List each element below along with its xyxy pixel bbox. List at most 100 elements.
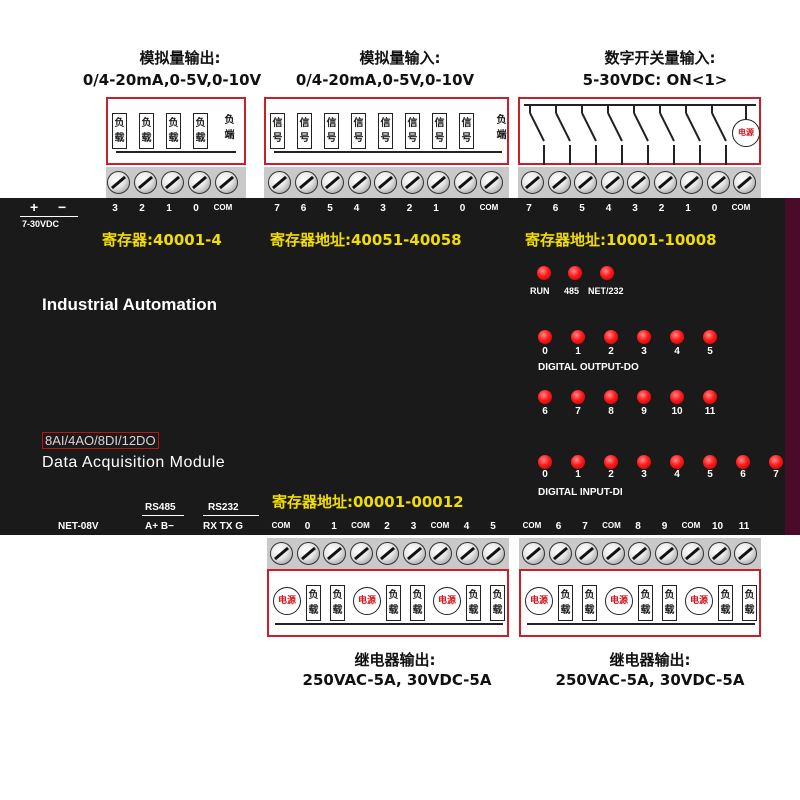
relay-right-screw-5[interactable] — [654, 542, 678, 565]
ao-register: 寄存器:40001-4 — [102, 231, 222, 249]
load-text: 负载 — [412, 590, 423, 616]
di-screw-4[interactable] — [627, 171, 650, 194]
di-screw-8[interactable] — [733, 171, 756, 194]
load-text: 负载 — [168, 118, 179, 144]
relay-right-terminal-label: COM — [522, 521, 542, 530]
di-wiring-box: 电源 — [518, 97, 761, 165]
ai-terminal-label: 7 — [274, 203, 280, 214]
di-terminal-label: 5 — [579, 203, 585, 214]
do-led-label: 1 — [575, 346, 581, 357]
di-terminal-label: 6 — [552, 203, 559, 214]
ao-screw-2[interactable] — [161, 171, 184, 194]
di-screw-2[interactable] — [574, 171, 597, 194]
di-screw-1[interactable] — [547, 171, 571, 194]
relay-left-terminal-label: 5 — [490, 521, 496, 532]
power-range-label: 7-30VDC — [22, 219, 60, 229]
model-number: NET-08V — [58, 521, 99, 532]
ao-terminal-label: 2 — [139, 203, 145, 214]
relay-right-screw-7[interactable] — [707, 542, 731, 565]
ai-terminal-label: 4 — [353, 203, 360, 214]
ao-screw-1[interactable] — [134, 171, 157, 194]
ai-screw-3[interactable] — [347, 171, 371, 194]
di-led-7 — [769, 455, 783, 469]
relay-left-screw-4[interactable] — [376, 542, 399, 565]
relay-left-screw-8[interactable] — [482, 542, 505, 565]
di-terminal-label: 0 — [711, 203, 718, 214]
do-led-label: 2 — [608, 346, 614, 357]
di-screw-0[interactable] — [521, 171, 544, 194]
di-screw-3[interactable] — [600, 171, 624, 194]
relay-right-power-source-0: 电源 — [525, 587, 553, 615]
relay-right-screw-6[interactable] — [681, 542, 704, 565]
ai-screw-8[interactable] — [480, 171, 503, 194]
ao-screw-3[interactable] — [188, 171, 211, 194]
di-switch-1 — [685, 105, 701, 165]
di-led-label: 5 — [707, 469, 713, 480]
relay-left-screw-1[interactable] — [296, 542, 320, 565]
ai-screw-1[interactable] — [294, 171, 318, 194]
relay-right-screw-3[interactable] — [601, 542, 625, 565]
do-led-label: 8 — [608, 406, 614, 417]
relay-right-screw-0[interactable] — [522, 542, 545, 565]
do-led-11 — [703, 390, 717, 404]
ai-screw-4[interactable] — [374, 171, 397, 194]
di-screw-5[interactable] — [653, 171, 677, 194]
di-led-1 — [571, 455, 585, 469]
relay-right-load-5: 负载 — [742, 585, 757, 621]
ai-signal-3: 信号 — [378, 113, 393, 149]
di-led-label: 2 — [608, 469, 614, 480]
ao-screw-0[interactable] — [107, 171, 130, 194]
relay-right-power-source-2: 电源 — [685, 587, 713, 615]
load-text: 负载 — [468, 590, 479, 616]
relay-right-screw-1[interactable] — [548, 542, 572, 565]
relay-left-screw-3[interactable] — [349, 542, 373, 565]
load-text: 负载 — [584, 590, 595, 616]
ao-terminal-label: COM — [213, 203, 233, 212]
ai-screw-5[interactable] — [400, 171, 424, 194]
ai-register: 寄存器地址:40051-40058 — [270, 231, 462, 249]
relay-right-screw-2[interactable] — [575, 542, 598, 565]
load-text: 负载 — [332, 590, 343, 616]
relay-left-screw-2[interactable] — [323, 542, 346, 565]
di-led-3 — [637, 455, 651, 469]
do-led-label: 10 — [671, 406, 683, 417]
signal-text: 信号 — [299, 118, 310, 144]
do-led-2 — [604, 330, 618, 344]
rs232-divider — [203, 515, 259, 516]
ao-load-2: 负载 — [139, 113, 154, 149]
relay-right-terminal-label: COM — [681, 521, 701, 530]
di-led-label: DIGITAL INPUT-DI — [538, 487, 623, 498]
di-led-5 — [703, 455, 717, 469]
di-spec: 5-30VDC: ON<1> — [582, 71, 728, 89]
ai-screw-6[interactable] — [427, 171, 450, 194]
relay-right-spec: 250VAC-5A, 30VDC-5A — [555, 671, 745, 689]
load-text: 负载 — [195, 118, 206, 144]
di-screw-6[interactable] — [680, 171, 703, 194]
ai-screw-2[interactable] — [321, 171, 344, 194]
relay-left-screw-7[interactable] — [455, 542, 479, 565]
relay-left-terminal-label: 4 — [463, 521, 470, 532]
rs485-divider — [142, 515, 184, 516]
do-led-label: 3 — [641, 346, 647, 357]
ai-screw-0[interactable] — [268, 171, 291, 194]
relay-left-screw-0[interactable] — [270, 542, 293, 565]
relay-right-terminal-label: 9 — [661, 521, 668, 532]
ai-title: 模拟量输入: — [359, 49, 441, 67]
di-switch-diagram — [524, 104, 756, 165]
do-led-9 — [637, 390, 651, 404]
ai-screw-7[interactable] — [453, 171, 477, 194]
relay-right-terminal-label: COM — [602, 521, 621, 530]
relay-right-screw-4[interactable] — [628, 542, 651, 565]
relay-right-screw-8[interactable] — [734, 542, 757, 565]
ao-screw-4[interactable] — [215, 171, 238, 194]
do-led-label: 6 — [542, 406, 548, 417]
do-led-7 — [571, 390, 585, 404]
signal-text: 信号 — [434, 118, 445, 144]
relay-left-screw-6[interactable] — [429, 542, 452, 565]
load-text: 负载 — [664, 590, 675, 616]
relay-left-screw-5[interactable] — [402, 542, 426, 565]
di-screw-7[interactable] — [706, 171, 730, 194]
ao-terminal-label: 0 — [193, 203, 199, 214]
ao-title: 模拟量输出: — [139, 49, 221, 67]
status-led-label: NET/232 — [588, 286, 624, 296]
